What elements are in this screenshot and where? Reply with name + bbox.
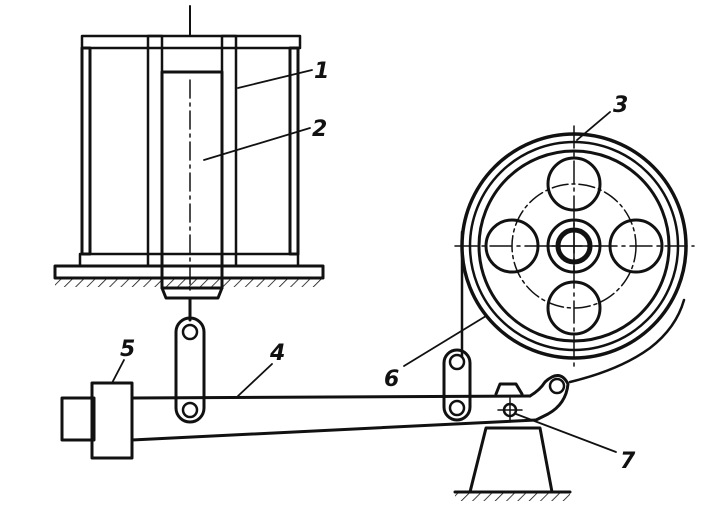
coil-left-wall	[80, 46, 92, 256]
leader-5	[111, 359, 125, 384]
plunger-tip	[160, 286, 224, 300]
link-bottom-pin	[181, 401, 199, 419]
label-counterweight: 5	[120, 337, 135, 362]
wheel-pitch-circle	[511, 183, 637, 309]
plunger-body	[160, 70, 224, 290]
belt	[460, 230, 686, 384]
counterweight-stub	[60, 396, 96, 442]
pivot-support	[453, 382, 572, 501]
belt-link-top-pin	[448, 353, 466, 371]
label-flywheel: 3	[613, 93, 628, 118]
label-coil: 1	[314, 59, 329, 84]
leader-1	[237, 69, 313, 89]
belt-link	[442, 348, 472, 422]
coil-top-flange	[80, 34, 302, 50]
support-stand	[468, 426, 554, 494]
plunger	[160, 5, 224, 300]
belt-link-bar	[442, 348, 472, 422]
label-lever: 4	[269, 341, 285, 366]
support-ground-hatch	[455, 492, 570, 501]
lever-end-pin	[548, 377, 566, 395]
belt-link-bottom-pin	[448, 399, 466, 417]
lever-top-edge	[130, 394, 532, 400]
label-belt: 6	[384, 367, 399, 392]
coil-base-hatch	[55, 278, 323, 287]
link-top-pin	[181, 323, 199, 341]
sleeve-left	[146, 34, 164, 268]
counterweight-block	[90, 381, 134, 460]
counterweight	[60, 381, 134, 460]
wheel-hole-top	[546, 156, 602, 212]
leader-2	[203, 127, 311, 161]
belt-right-strand	[568, 298, 686, 384]
label-plunger: 2	[312, 117, 327, 142]
label-pivot: 7	[620, 449, 636, 474]
wheel-inner-rim	[468, 140, 680, 352]
flywheel	[454, 125, 695, 369]
wheel-hole-right	[608, 218, 664, 274]
lever-hook-end	[528, 374, 570, 422]
link-bar	[174, 316, 206, 424]
leader-3	[576, 111, 611, 141]
lever-bottom-edge	[130, 418, 538, 442]
leader-4	[237, 363, 273, 397]
wheel-disc	[477, 149, 671, 343]
lever	[130, 374, 570, 442]
connecting-link	[174, 296, 206, 424]
coil-right-wall	[288, 46, 300, 256]
coil-base-plate	[53, 264, 325, 280]
leader-7	[515, 413, 617, 453]
leader-lines	[111, 69, 617, 453]
solenoid-coil	[53, 34, 325, 287]
coil-bottom-flange	[78, 252, 300, 268]
wheel-hole-left	[484, 218, 540, 274]
leader-6	[403, 315, 487, 367]
pivot-stop	[494, 382, 524, 396]
wheel-hole-bottom	[546, 280, 602, 336]
